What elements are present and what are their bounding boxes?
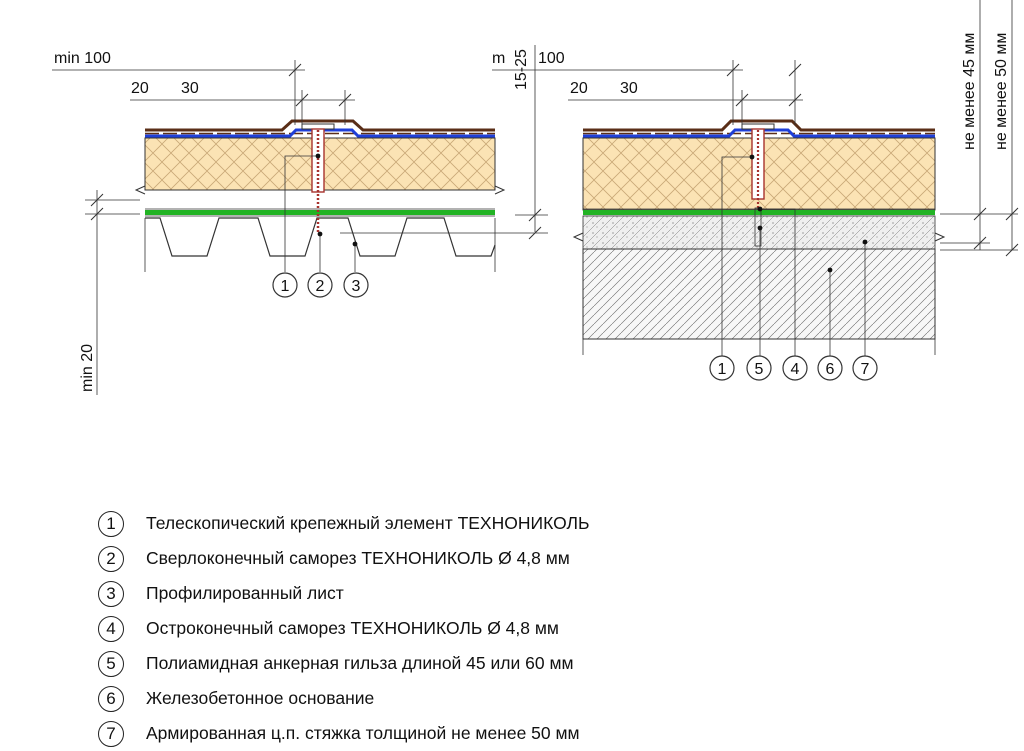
svg-text:7: 7 [861,361,870,378]
legend-number: 5 [98,650,124,677]
callout-left-1: 1 [272,272,298,298]
dim-right-min-100: m [492,50,505,67]
svg-text:3: 3 [352,278,361,295]
legend-text: Остроконечный саморез ТЕХНОНИКОЛЬ Ø 4,8 … [146,618,559,638]
legend-item: 6 Железобетонное основание [98,681,798,716]
right-vapor-barrier [583,210,935,215]
svg-text:6: 6 [826,361,835,378]
right-break-mark [494,185,506,195]
legend-item: 3 Профилированный лист [98,576,798,611]
callout-left-2: 2 [307,272,333,298]
legend: 1 Телескопический крепежный элемент ТЕХН… [98,506,798,751]
legend-number: 3 [98,580,124,607]
callout-right-6: 6 [817,355,843,381]
dim-right-30: 30 [620,80,638,97]
legend-item: 5 Полиамидная анкерная гильза длиной 45 … [98,646,798,681]
dim-depth-45: не менее 45 мм [961,33,978,150]
right-detail: m 100 20 30 не менее 45 мм не менее 50 м… [492,0,1019,381]
legend-item: 7 Армированная ц.п. стяжка толщиной не м… [98,716,798,751]
right-fastener-cap [741,123,775,130]
legend-item: 1 Телескопический крепежный элемент ТЕХН… [98,506,798,541]
dim-20: 20 [131,80,149,97]
legend-text: Полиамидная анкерная гильза длиной 45 ил… [146,653,574,673]
legend-text: Железобетонное основание [146,688,375,708]
right-membrane-top [583,119,935,132]
svg-text:2: 2 [316,278,325,295]
left-detail: min 100 20 30 min 20 15-25 1 [52,45,548,395]
dim-right-20: 20 [570,80,588,97]
left-fastener-cap [301,123,335,130]
svg-text:5: 5 [755,361,764,378]
legend-text: Армированная ц.п. стяжка толщиной не мен… [146,723,580,743]
left-break-mark [134,185,146,195]
dim-30: 30 [181,80,199,97]
dim-depth-50: не менее 50 мм [993,33,1010,150]
dim-right-100: 100 [538,50,565,67]
svg-text:4: 4 [791,361,800,378]
svg-text:1: 1 [718,361,727,378]
callout-right-5: 5 [746,355,772,381]
svg-text:1: 1 [281,278,290,295]
callout-right-4: 4 [782,355,808,381]
legend-item: 2 Сверлоконечный саморез ТЕХНОНИКОЛЬ Ø 4… [98,541,798,576]
legend-number: 4 [98,615,124,642]
legend-item: 4 Остроконечный саморез ТЕХНОНИКОЛЬ Ø 4,… [98,611,798,646]
callout-left-3: 3 [343,272,369,298]
left-vapor-barrier [145,210,495,215]
dim-min-100: min 100 [54,50,111,67]
callout-right-1: 1 [709,355,735,381]
callout-right-7: 7 [852,355,878,381]
legend-number: 2 [98,545,124,572]
legend-text: Телескопический крепежный элемент ТЕХНОН… [146,513,590,533]
legend-number: 6 [98,685,124,712]
dim-min-20: min 20 [79,344,96,392]
concrete-base [582,248,936,340]
legend-number: 1 [98,510,124,537]
left-membrane-top [145,119,495,132]
legend-text: Сверлоконечный саморез ТЕХНОНИКОЛЬ Ø 4,8… [146,548,570,568]
dim-15-25: 15-25 [513,49,530,90]
legend-number: 7 [98,720,124,747]
legend-text: Профилированный лист [146,583,344,603]
reinforced-screed [582,215,936,250]
